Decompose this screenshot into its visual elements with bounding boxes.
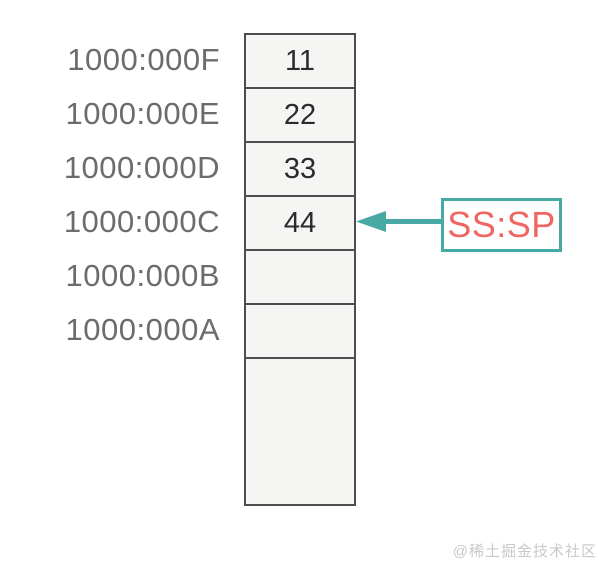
watermark: @稀土掘金技术社区 <box>452 543 597 560</box>
stack-pointer-arrow-icon <box>356 211 441 232</box>
stack-column: 11 22 33 44 <box>244 33 356 506</box>
stack-cell: 11 <box>246 35 354 89</box>
ss-sp-label: SS:SP <box>447 204 556 245</box>
stack-cell: 22 <box>246 89 354 143</box>
address-label: 1000:000F <box>67 42 220 77</box>
stack-cell <box>246 251 354 305</box>
address-label: 1000:000D <box>63 150 220 185</box>
ss-sp-label-box: SS:SP <box>441 198 562 252</box>
stack-cell <box>246 305 354 359</box>
stack-cell: 44 <box>246 197 354 251</box>
address-label: 1000:000E <box>65 96 220 131</box>
address-label: 1000:000C <box>63 204 220 239</box>
address-label: 1000:000A <box>65 312 220 347</box>
address-label: 1000:000B <box>65 258 220 293</box>
stack-cell <box>246 359 354 504</box>
address-column: 1000:000F 1000:000E 1000:000D 1000:000C … <box>0 33 220 357</box>
stack-cell: 33 <box>246 143 354 197</box>
